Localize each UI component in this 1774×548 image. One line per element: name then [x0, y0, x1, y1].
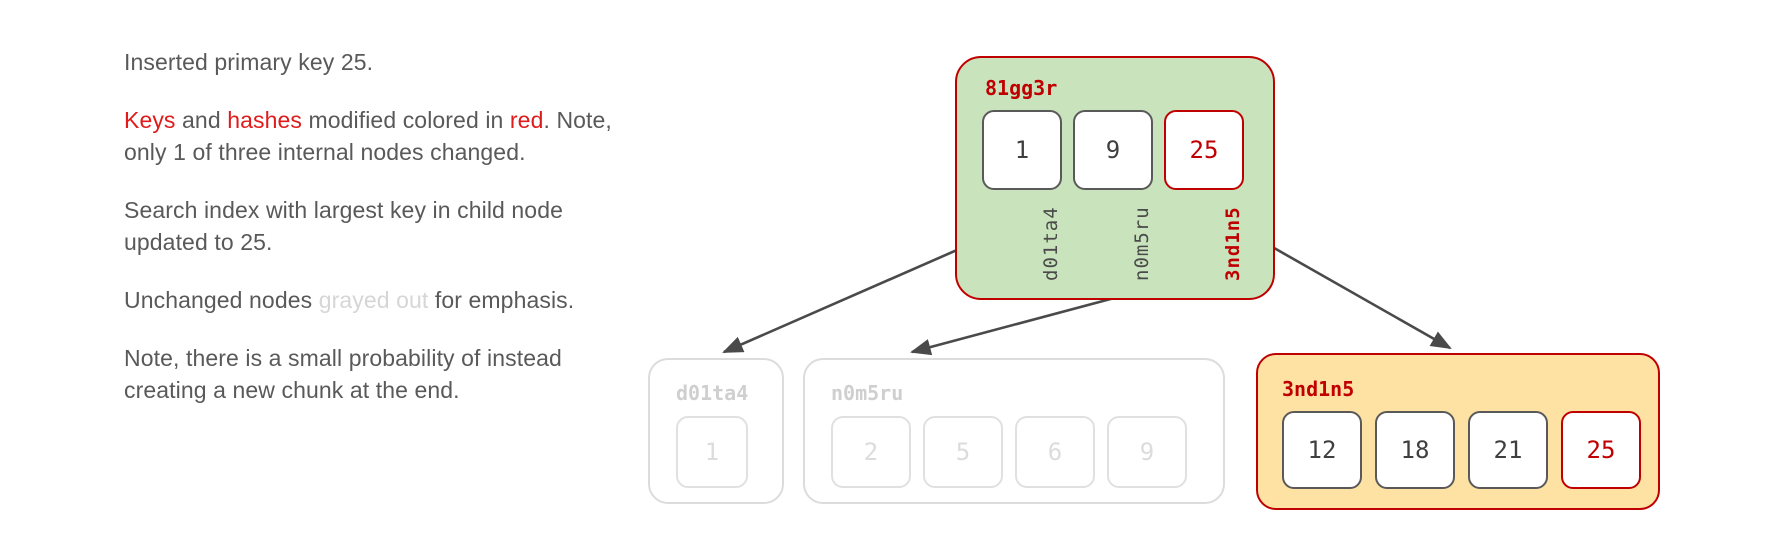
leaf-node-3nd1n5-hash-label: 3nd1n5: [1282, 377, 1355, 401]
leaf-node-d01ta4-cells: 1: [676, 416, 748, 488]
leaf-node-d01ta4[interactable]: d01ta4 1: [648, 358, 784, 504]
note-search-index: Search index with largest key in child n…: [124, 194, 644, 258]
edge-root-to-d01ta4: [722, 234, 990, 354]
root-child-hash-2: 3nd1n5: [1222, 206, 1244, 282]
leaf-node-d01ta4-hash-label: d01ta4: [676, 381, 749, 405]
root-node[interactable]: 81gg3r 1 9 25 d01ta4 n0m5ru 3nd1n5: [955, 56, 1275, 300]
root-child-hash-0: d01ta4: [1040, 206, 1062, 282]
leaf-3nd1n5-cell-0[interactable]: 12: [1282, 411, 1362, 489]
note-grayed-seg-0: Unchanged nodes: [124, 287, 319, 313]
note-colors-seg-5: . Note, only 1 of three internal nodes c…: [124, 107, 612, 165]
leaf-node-3nd1n5-cells: 12 18 21 25: [1282, 411, 1641, 489]
note-inserted-seg-0: Inserted primary key 25.: [124, 49, 374, 75]
note-grayed-seg-1: grayed out: [318, 287, 429, 313]
leaf-n0m5ru-cell-1[interactable]: 5: [923, 416, 1003, 488]
leaf-d01ta4-cell-0[interactable]: 1: [676, 416, 748, 488]
root-node-hash-label: 81gg3r: [985, 76, 1058, 100]
root-cell-2[interactable]: 25: [1164, 110, 1244, 190]
note-colors-seg-1: and: [175, 107, 228, 133]
explanation-panel: Inserted primary key 25. Keys and hashes…: [124, 46, 644, 406]
leaf-3nd1n5-cell-1[interactable]: 18: [1375, 411, 1455, 489]
root-child-hash-1: n0m5ru: [1131, 206, 1153, 282]
leaf-n0m5ru-cell-0[interactable]: 2: [831, 416, 911, 488]
edge-root-to-n0m5ru: [909, 295, 1119, 356]
root-node-cells: 1 9 25: [982, 110, 1244, 190]
note-colors: Keys and hashes modified colored in red.…: [124, 104, 644, 168]
root-cell-1[interactable]: 9: [1073, 110, 1153, 190]
note-search-index-seg-0: Search index with largest key in child n…: [124, 197, 563, 255]
note-grayed-seg-2: for emphasis.: [428, 287, 575, 313]
note-probability-seg-0: Note, there is a small probability of in…: [124, 345, 562, 403]
note-probability: Note, there is a small probability of in…: [124, 342, 644, 406]
leaf-node-n0m5ru-hash-label: n0m5ru: [831, 381, 904, 405]
leaf-n0m5ru-cell-3[interactable]: 9: [1107, 416, 1187, 488]
root-child-hash-labels: d01ta4 n0m5ru 3nd1n5: [982, 196, 1244, 292]
note-colors-seg-4: red: [509, 107, 544, 133]
leaf-node-3nd1n5[interactable]: 3nd1n5 12 18 21 25: [1256, 353, 1660, 510]
note-colors-seg-2: hashes: [227, 107, 302, 133]
leaf-3nd1n5-cell-3[interactable]: 25: [1561, 411, 1641, 489]
leaf-node-n0m5ru[interactable]: n0m5ru 2 5 6 9: [803, 358, 1225, 504]
note-grayed: Unchanged nodes grayed out for emphasis.: [124, 284, 644, 316]
leaf-node-n0m5ru-cells: 2 5 6 9: [831, 416, 1187, 488]
leaf-n0m5ru-cell-2[interactable]: 6: [1015, 416, 1095, 488]
note-inserted: Inserted primary key 25.: [124, 46, 644, 78]
leaf-3nd1n5-cell-2[interactable]: 21: [1468, 411, 1548, 489]
root-cell-0[interactable]: 1: [982, 110, 1062, 190]
edge-root-to-3nd1n5: [1252, 234, 1452, 350]
note-colors-seg-3: modified colored in: [301, 107, 510, 133]
note-colors-seg-0: Keys: [124, 107, 176, 133]
